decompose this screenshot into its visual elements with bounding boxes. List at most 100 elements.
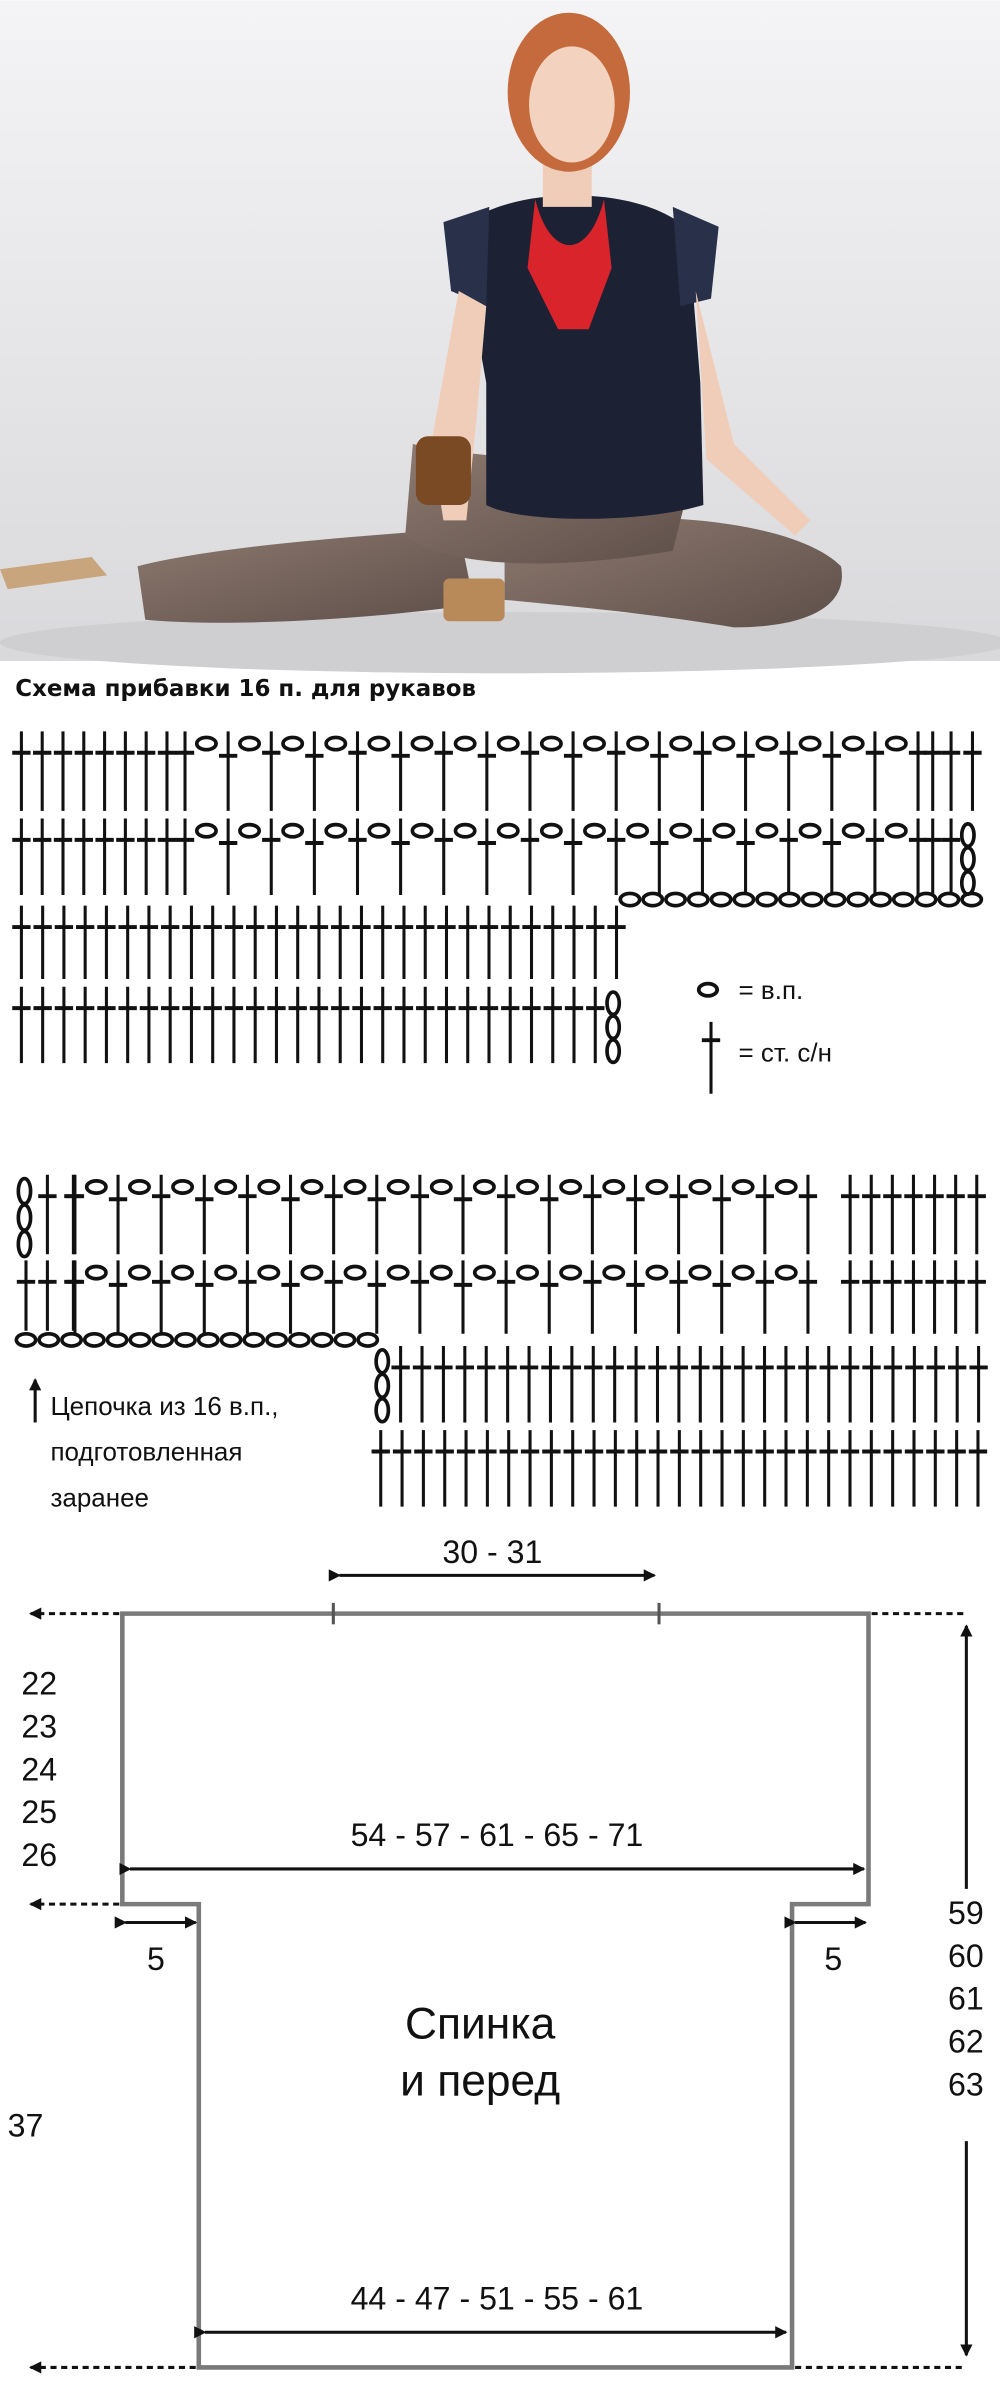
double-crochet-stitch (586, 986, 605, 1064)
chain-stitch (712, 822, 736, 839)
double-crochet-stitch (941, 731, 961, 811)
double-crochet-stitch (501, 986, 520, 1064)
double-crochet-stitch (161, 986, 180, 1064)
chain-stitch (310, 1331, 334, 1348)
double-crochet-stitch (734, 1430, 753, 1507)
double-crochet-stitch (798, 1346, 817, 1423)
double-crochet-stitch (33, 905, 52, 980)
double-crochet-stitch (391, 1346, 410, 1423)
double-crochet-stitch (564, 986, 584, 1064)
double-crochet-stitch (195, 1260, 214, 1334)
double-crochet-stitch (626, 1260, 645, 1334)
chain-stitch (238, 822, 262, 839)
double-crochet-stitch (33, 731, 52, 811)
double-crochet-stitch (840, 1260, 860, 1334)
chain-stitch (583, 735, 606, 752)
body-height-label: 37 (8, 2108, 44, 2144)
chain-stitch (196, 1331, 220, 1348)
double-crochet-stitch (182, 986, 201, 1064)
double-crochet-stitch (925, 1260, 944, 1334)
chain-stitch (884, 822, 908, 839)
chain-stitch (884, 735, 908, 752)
double-crochet-stitch (391, 731, 410, 811)
double-crochet-stitch (108, 1174, 128, 1255)
double-crochet-stitch (586, 905, 605, 980)
crochet-chart-sleeve-start (14, 1174, 988, 1507)
crochet-chart-sleeve-increase (12, 731, 984, 1065)
double-crochet-stitch (650, 731, 669, 811)
chain-stitch (709, 891, 733, 908)
double-crochet-stitch (139, 986, 159, 1064)
double-crochet-stitch (65, 1174, 85, 1255)
double-crochet-stitch (97, 986, 116, 1064)
chain-stitch (755, 822, 779, 839)
double-crochet-stitch (883, 1430, 902, 1507)
double-crochet-stitch (693, 731, 712, 811)
double-crochet-stitch (883, 1260, 902, 1334)
model-photo (0, 0, 1000, 674)
double-crochet-stitch (12, 905, 31, 980)
double-crochet-stitch (74, 818, 93, 895)
turning-chain-stitch (959, 845, 976, 873)
chain-stitch (300, 1179, 324, 1195)
chain-stitch (238, 735, 262, 752)
double-crochet-stitch (583, 1260, 602, 1334)
chain-stitch (937, 891, 961, 908)
double-crochet-stitch (862, 1346, 881, 1423)
double-crochet-stitch (108, 1260, 128, 1334)
chain-stitch (688, 1179, 712, 1195)
double-crochet-stitch (840, 1430, 860, 1507)
double-crochet-stitch (371, 1430, 390, 1507)
chain-stitch (841, 822, 865, 839)
chain-stitch (626, 822, 650, 839)
double-crochet-stitch (946, 1174, 965, 1255)
double-crochet-stitch (904, 1174, 923, 1255)
chain-stitch (731, 1264, 755, 1281)
double-crochet-stitch (819, 1430, 838, 1507)
double-crochet-stitch (733, 1346, 753, 1423)
chain-stitch (869, 891, 893, 908)
chain-stitch (516, 1179, 539, 1195)
chain-stitch (453, 822, 477, 839)
chain-stitch (914, 891, 938, 908)
chain-stitch (171, 1179, 195, 1195)
double-crochet-stitch (908, 818, 928, 895)
chain-stitch (688, 1264, 712, 1281)
double-crochet-stitch (479, 986, 499, 1064)
double-crochet-stitch (75, 905, 95, 980)
double-crochet-stitch (410, 1260, 430, 1334)
chain-stitch (641, 891, 665, 908)
chain-stitch (841, 735, 865, 752)
double-crochet-stitch (456, 1430, 476, 1507)
double-crochet-stitch (564, 905, 584, 980)
turning-chain-stitch (605, 990, 622, 1017)
double-crochet-stitch (53, 731, 73, 811)
chart1-title: Схема прибавки 16 п. для рукавов (15, 676, 476, 702)
chain-stitch (429, 1264, 453, 1281)
double-crochet-stitch (948, 1346, 967, 1423)
double-crochet-stitch (562, 1346, 582, 1423)
double-crochet-stitch (583, 1174, 602, 1255)
double-crochet-stitch (520, 1430, 540, 1507)
double-crochet-stitch (324, 1260, 343, 1334)
double-crochet-stitch (309, 986, 329, 1064)
chain-stitch (453, 735, 477, 752)
double-crochet-stitch (246, 905, 265, 980)
double-crochet-stitch (712, 1174, 731, 1255)
double-crochet-stitch (348, 818, 367, 895)
legend-dc-label: = ст. с/н (739, 1038, 832, 1068)
chain-stitch (669, 735, 693, 752)
double-crochet-stitch (305, 818, 324, 895)
double-crochet-stitch (563, 818, 583, 895)
chain-stitch (732, 891, 756, 908)
double-crochet-stitch (946, 1260, 965, 1334)
double-crochet-stitch (137, 731, 156, 811)
double-crochet-stitch (479, 905, 499, 980)
double-crochet-stitch (584, 1346, 603, 1423)
chain-stitch (774, 1264, 798, 1281)
double-crochet-stitch (607, 818, 626, 895)
chain-stitch (669, 822, 693, 839)
double-crochet-stitch (840, 1174, 860, 1255)
chain-stitch (265, 1331, 289, 1348)
